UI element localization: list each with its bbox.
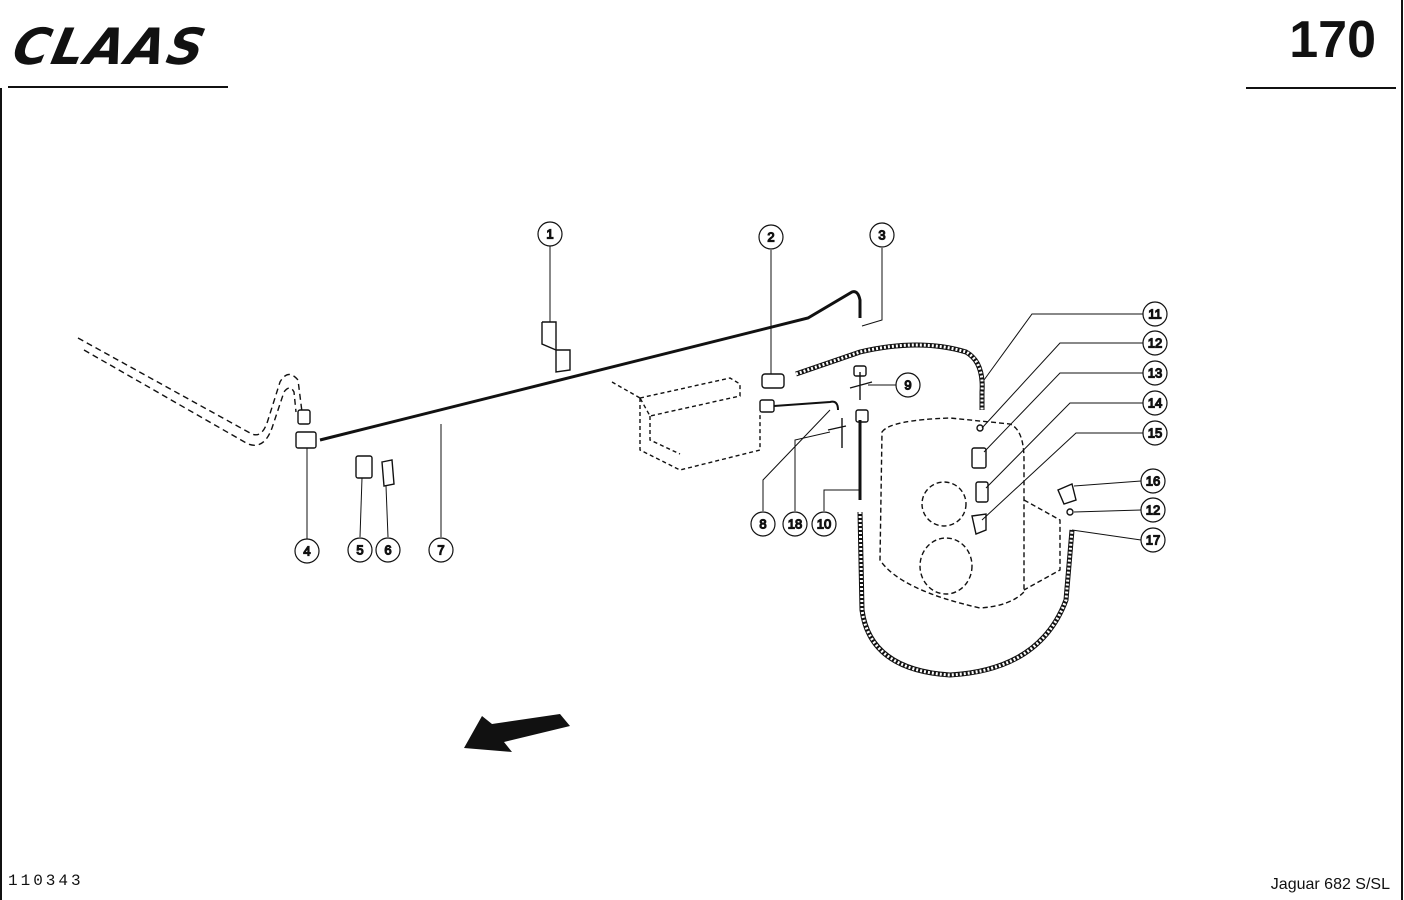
callout-12-bottom: 12 <box>1140 497 1166 523</box>
callout-9: 9 <box>895 372 921 398</box>
svg-text:15: 15 <box>1148 426 1162 441</box>
part-10-nut <box>855 409 869 423</box>
callout-14: 14 <box>1142 390 1168 416</box>
part-1-bracket <box>542 321 571 373</box>
frame-left-border <box>0 88 2 900</box>
svg-text:12: 12 <box>1146 503 1160 518</box>
svg-text:13: 13 <box>1148 366 1162 381</box>
callout-6: 6 <box>375 537 401 563</box>
part-15-elbow <box>971 513 987 535</box>
direction-arrow <box>464 714 570 752</box>
leader-lines <box>306 246 1143 541</box>
part-13-fitting <box>971 447 987 469</box>
callout-15: 15 <box>1142 420 1168 446</box>
svg-text:17: 17 <box>1146 533 1160 548</box>
svg-text:16: 16 <box>1146 474 1160 489</box>
callout-16: 16 <box>1140 468 1166 494</box>
part-4-nut <box>297 409 311 425</box>
part-2-fitting <box>761 373 785 389</box>
svg-text:3: 3 <box>878 228 885 243</box>
svg-text:12: 12 <box>1148 336 1162 351</box>
callout-4: 4 <box>294 538 320 564</box>
pipe-7-inner <box>319 287 851 437</box>
callout-5: 5 <box>347 537 373 563</box>
part-8-fitting <box>759 399 775 413</box>
part-14-fitting <box>975 481 989 503</box>
frame-tube-dashed-inner <box>83 349 297 446</box>
svg-text:14: 14 <box>1148 396 1162 411</box>
model-name: Jaguar 682 S/SL <box>1270 876 1390 893</box>
frame-tube-dashed <box>77 337 303 436</box>
page-number: 170 <box>1289 11 1376 69</box>
callout-3: 3 <box>869 222 895 248</box>
callout-8: 8 <box>750 511 776 537</box>
svg-text:18: 18 <box>788 517 802 532</box>
hose-11 <box>795 342 985 410</box>
pipe-7 <box>319 290 862 442</box>
drawing-number: 110343 <box>8 872 84 890</box>
pump-housing-dashed <box>879 417 1061 609</box>
callout-2: 2 <box>758 224 784 250</box>
callout-13: 13 <box>1142 360 1168 386</box>
svg-text:4: 4 <box>303 544 310 559</box>
part-16-elbow <box>1057 483 1077 505</box>
svg-text:6: 6 <box>384 543 391 558</box>
part-4-fitting <box>295 431 317 449</box>
part-6-clamp <box>381 459 395 487</box>
callout-11: 11 <box>1142 301 1168 327</box>
part-5-clamp <box>355 455 373 479</box>
svg-text:9: 9 <box>904 378 911 393</box>
svg-text:5: 5 <box>356 543 363 558</box>
svg-text:8: 8 <box>759 517 766 532</box>
hose-17 <box>857 511 1075 678</box>
callout-12-top: 12 <box>1142 330 1168 356</box>
frame-right-border <box>1401 0 1403 900</box>
claas-logo: CLAAS <box>8 18 230 90</box>
svg-text:2: 2 <box>767 230 774 245</box>
part-18-fitting <box>827 418 847 448</box>
valve-block-dashed <box>611 377 761 471</box>
callout-7: 7 <box>428 537 454 563</box>
callout-17: 17 <box>1140 527 1166 553</box>
header-left-rule <box>8 86 228 88</box>
callout-1: 1 <box>537 221 563 247</box>
svg-text:7: 7 <box>437 543 444 558</box>
part-8-pipe <box>773 400 839 411</box>
svg-text:1: 1 <box>546 227 553 242</box>
part-12-oring-bottom <box>1066 508 1074 516</box>
callout-10: 10 <box>811 511 837 537</box>
svg-text:11: 11 <box>1148 307 1162 322</box>
header-right-rule <box>1246 87 1396 89</box>
part-12-oring-top <box>976 424 984 432</box>
callout-18: 18 <box>782 511 808 537</box>
svg-text:10: 10 <box>817 517 831 532</box>
